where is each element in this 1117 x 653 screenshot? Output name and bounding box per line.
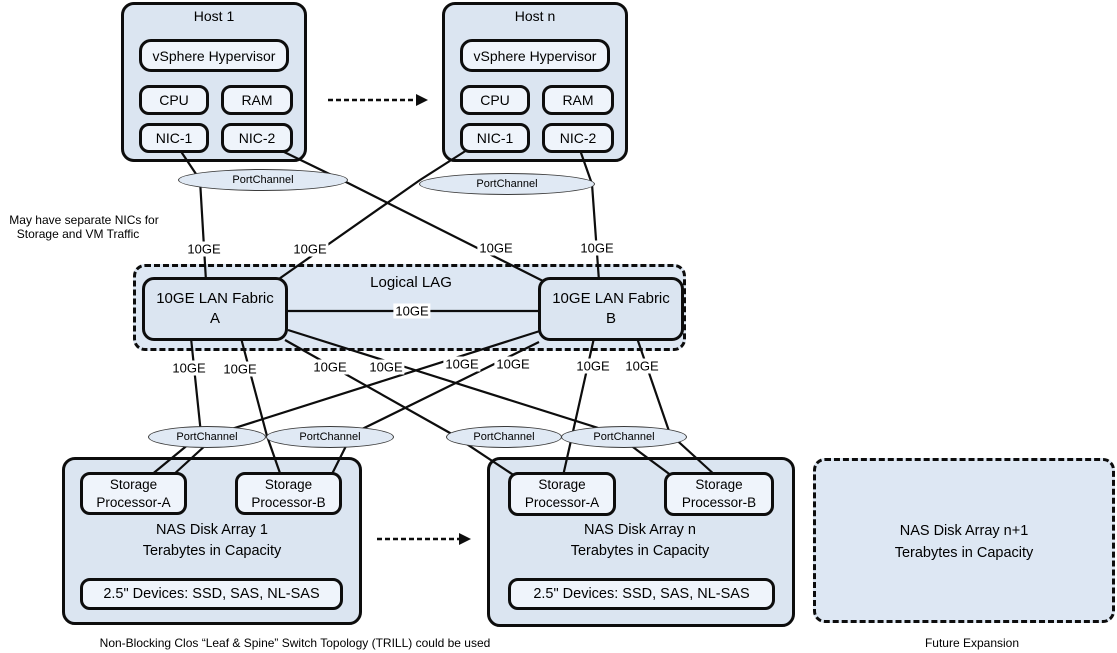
fabric-a-name: 10GE LAN Fabric <box>156 290 274 307</box>
fabric-b-letter: B <box>605 310 616 327</box>
arrayn-sp-b-line1: Storage <box>695 477 743 492</box>
link-speed-label-bottom-3: 10GE <box>311 359 349 375</box>
arrayn-devices-label: 2.5" Devices: SSD, SAS, NL-SAS <box>533 586 750 602</box>
array1-name: NAS Disk Array 1 <box>156 522 268 538</box>
arrayn-sp-a-box: Storage Processor-A <box>508 472 616 516</box>
hostn-nic2-box: NIC-2 <box>542 123 614 153</box>
host1-nic2-box: NIC-2 <box>221 123 293 153</box>
future-expansion-caption: Future Expansion <box>924 636 1020 650</box>
link-speed-label-bottom-1: 10GE <box>170 360 208 376</box>
fabric-a-letter: A <box>209 310 220 327</box>
host1-hypervisor-label: vSphere Hypervisor <box>152 47 276 64</box>
port-channel-ellipse-sp-an: PortChannel <box>446 426 562 448</box>
link-speed-label-bottom-8: 10GE <box>623 358 661 374</box>
host1-ram-label: RAM <box>241 92 273 108</box>
host1-nic2-label: NIC-2 <box>238 130 276 146</box>
link-fabric-a-sp-b1 <box>239 337 283 477</box>
link-hostn-nic2-fabric-b <box>578 149 601 282</box>
link-host1-nic1-fabric-a <box>179 149 208 282</box>
array1-capacity: Terabytes in Capacity <box>142 543 282 559</box>
port-channel-ellipse-sp-a1: PortChannel <box>148 426 266 448</box>
hostn-cpu-box: CPU <box>460 85 530 115</box>
array1-sp-b-line2: Processor-B <box>251 494 326 510</box>
nic-note-line1: May have separate NICs for <box>9 213 159 227</box>
future-expansion-box <box>813 458 1115 623</box>
arrayn-name: NAS Disk Array n <box>584 522 696 538</box>
fabric-b-box: 10GE LAN Fabric B <box>538 277 684 341</box>
host1-ram-box: RAM <box>221 85 293 115</box>
arrayn-sp-a-line2: Processor-A <box>524 495 600 510</box>
arrayn-sp-a-line1: Storage <box>538 477 586 492</box>
port-channel-label: PortChannel <box>473 431 535 443</box>
future-array-name: NAS Disk Array n+1 <box>899 523 1029 539</box>
hostn-nic1-box: NIC-1 <box>460 123 530 153</box>
link-speed-label-bottom-6: 10GE <box>494 356 532 372</box>
link-speed-label-lag: 10GE <box>393 303 431 319</box>
link-host1-nic2-fabric-b <box>279 149 544 282</box>
hostn-hypervisor-label: vSphere Hypervisor <box>473 47 597 64</box>
nic-note-line2: Storage and VM Traffic <box>16 227 140 241</box>
host1-nic1-box: NIC-1 <box>139 123 209 153</box>
link-speed-label-top-3: 10GE <box>477 240 515 256</box>
hostn-hypervisor-box: vSphere Hypervisor <box>460 39 610 72</box>
host1-nic1-label: NIC-1 <box>155 130 193 146</box>
link-speed-label-bottom-7: 10GE <box>574 358 612 374</box>
array1-sp-b-line1: Storage <box>264 476 313 492</box>
link-fabric-b-sp-a1 <box>171 328 544 477</box>
port-channel-ellipse-sp-bn: PortChannel <box>561 426 687 448</box>
host1-cpu-box: CPU <box>139 85 209 115</box>
hostn-ram-box: RAM <box>542 85 614 115</box>
port-channel-label: PortChannel <box>176 431 238 443</box>
hostn-ram-label: RAM <box>562 92 594 108</box>
hosts-scale-arrow-head <box>416 94 428 106</box>
hostn-nic1-label: NIC-1 <box>476 130 514 146</box>
arrayn-devices-box: 2.5" Devices: SSD, SAS, NL-SAS <box>508 578 775 610</box>
fabric-b-name: 10GE LAN Fabric <box>552 290 670 307</box>
array1-sp-a-box: Storage Processor-A <box>80 472 187 515</box>
link-speed-label-bottom-2: 10GE <box>221 361 259 377</box>
port-channel-label: PortChannel <box>299 431 361 443</box>
host-n-title: Host n <box>514 8 556 24</box>
future-array-capacity: Terabytes in Capacity <box>894 545 1034 561</box>
link-speed-label-bottom-4: 10GE <box>367 359 405 375</box>
link-fabric-a-sp-a1 <box>149 337 203 477</box>
link-speed-label-top-1: 10GE <box>185 241 223 257</box>
port-channel-label: PortChannel <box>593 431 655 443</box>
port-channel-ellipse-host1: PortChannel <box>178 169 348 191</box>
link-speed-label-top-4: 10GE <box>578 240 616 256</box>
hostn-cpu-label: CPU <box>480 92 510 108</box>
bottom-caption: Non-Blocking Clos “Leaf & Spine” Switch … <box>99 636 491 650</box>
host1-cpu-label: CPU <box>159 92 189 108</box>
port-channel-ellipse-sp-b1: PortChannel <box>266 426 394 448</box>
link-speed-label-bottom-5: 10GE <box>443 356 481 372</box>
logical-lag-title: Logical LAG <box>370 274 452 291</box>
port-channel-label: PortChannel <box>232 174 294 186</box>
arrayn-sp-b-line2: Processor-B <box>681 495 757 510</box>
hostn-nic2-label: NIC-2 <box>559 130 597 146</box>
fabric-a-box: 10GE LAN Fabric A <box>142 277 288 341</box>
arrays-scale-arrow-head <box>459 533 471 545</box>
array1-devices-label: 2.5" Devices: SSD, SAS, NL-SAS <box>103 586 320 602</box>
arrayn-sp-b-box: Storage Processor-B <box>664 472 774 516</box>
array1-sp-a-line1: Storage <box>109 476 158 492</box>
link-speed-label-top-2: 10GE <box>291 241 329 257</box>
array1-sp-b-box: Storage Processor-B <box>235 472 342 515</box>
port-channel-label: PortChannel <box>476 178 538 190</box>
arrayn-capacity: Terabytes in Capacity <box>570 543 710 559</box>
host-1-title: Host 1 <box>193 8 235 24</box>
port-channel-ellipse-hostn: PortChannel <box>419 173 595 195</box>
host1-hypervisor-box: vSphere Hypervisor <box>139 39 289 72</box>
array1-sp-a-line2: Processor-A <box>96 494 171 510</box>
array1-devices-box: 2.5" Devices: SSD, SAS, NL-SAS <box>80 578 343 610</box>
link-fabric-a-sp-bn <box>287 328 673 477</box>
